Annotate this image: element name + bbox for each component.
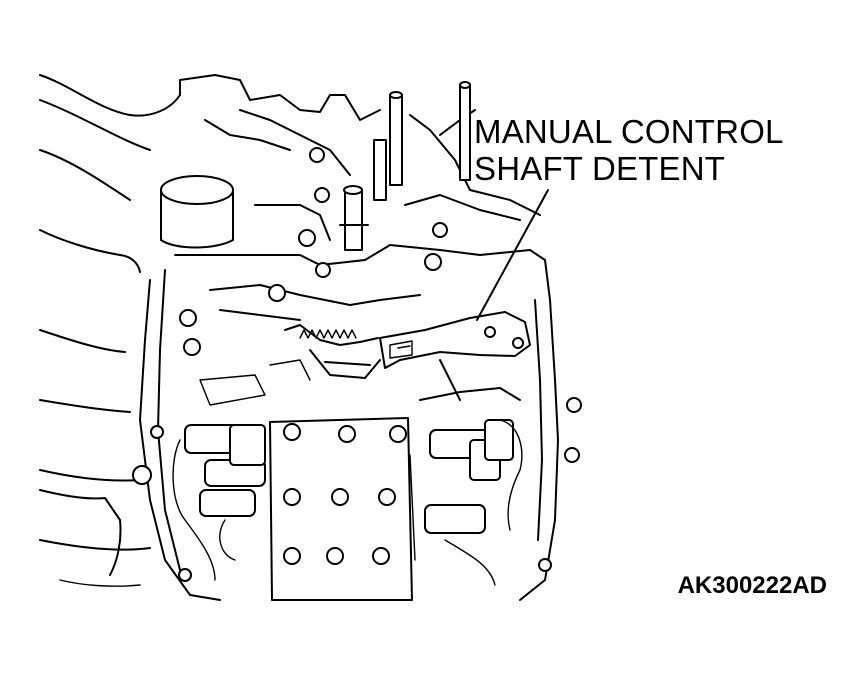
valve-body-plate (139, 244, 559, 601)
callout-label-line2: SHAFT DETENT (474, 150, 726, 187)
right-solenoids (409, 387, 523, 586)
figure-code: AK300222AD (677, 572, 827, 599)
center-cover-plate (269, 417, 413, 601)
detent-mechanism (284, 311, 531, 401)
upper-housing (160, 74, 541, 251)
callout-label-line1: MANUAL CONTROL (474, 113, 784, 150)
callout-leader-line (476, 189, 549, 321)
left-solenoids (172, 359, 311, 581)
perimeter-bolts (132, 147, 582, 582)
transmission-case (39, 74, 181, 587)
